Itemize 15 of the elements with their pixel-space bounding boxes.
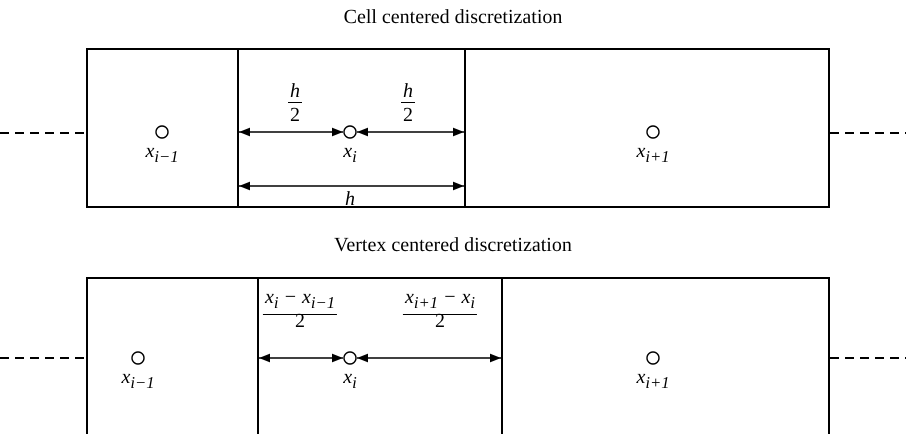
fraction-numerator: x$_{i}$ − x$_{i−1}$ [262,286,338,315]
point-label: x$_{i}$ [343,366,357,394]
panel-title: Cell centered discretization [344,6,562,28]
dimension-label: h [345,188,355,210]
point-label: x$_{i−1}$ [145,140,179,168]
point-label: x$_{i+1}$ [636,366,670,394]
fraction-numerator: x$_{i+1}$ − x$_{i}$ [402,286,478,315]
fraction-numerator: h [401,80,415,103]
point-label: x$_{i−1}$ [121,366,155,394]
fraction-denominator: 2 [290,104,300,126]
fraction-denominator: 2 [403,104,413,126]
panel-title: Vertex centered discretization [334,234,572,256]
fraction-numerator: h [288,80,302,103]
point-label: x$_{i+1}$ [636,140,670,168]
point-label: x$_{i}$ [343,140,357,168]
